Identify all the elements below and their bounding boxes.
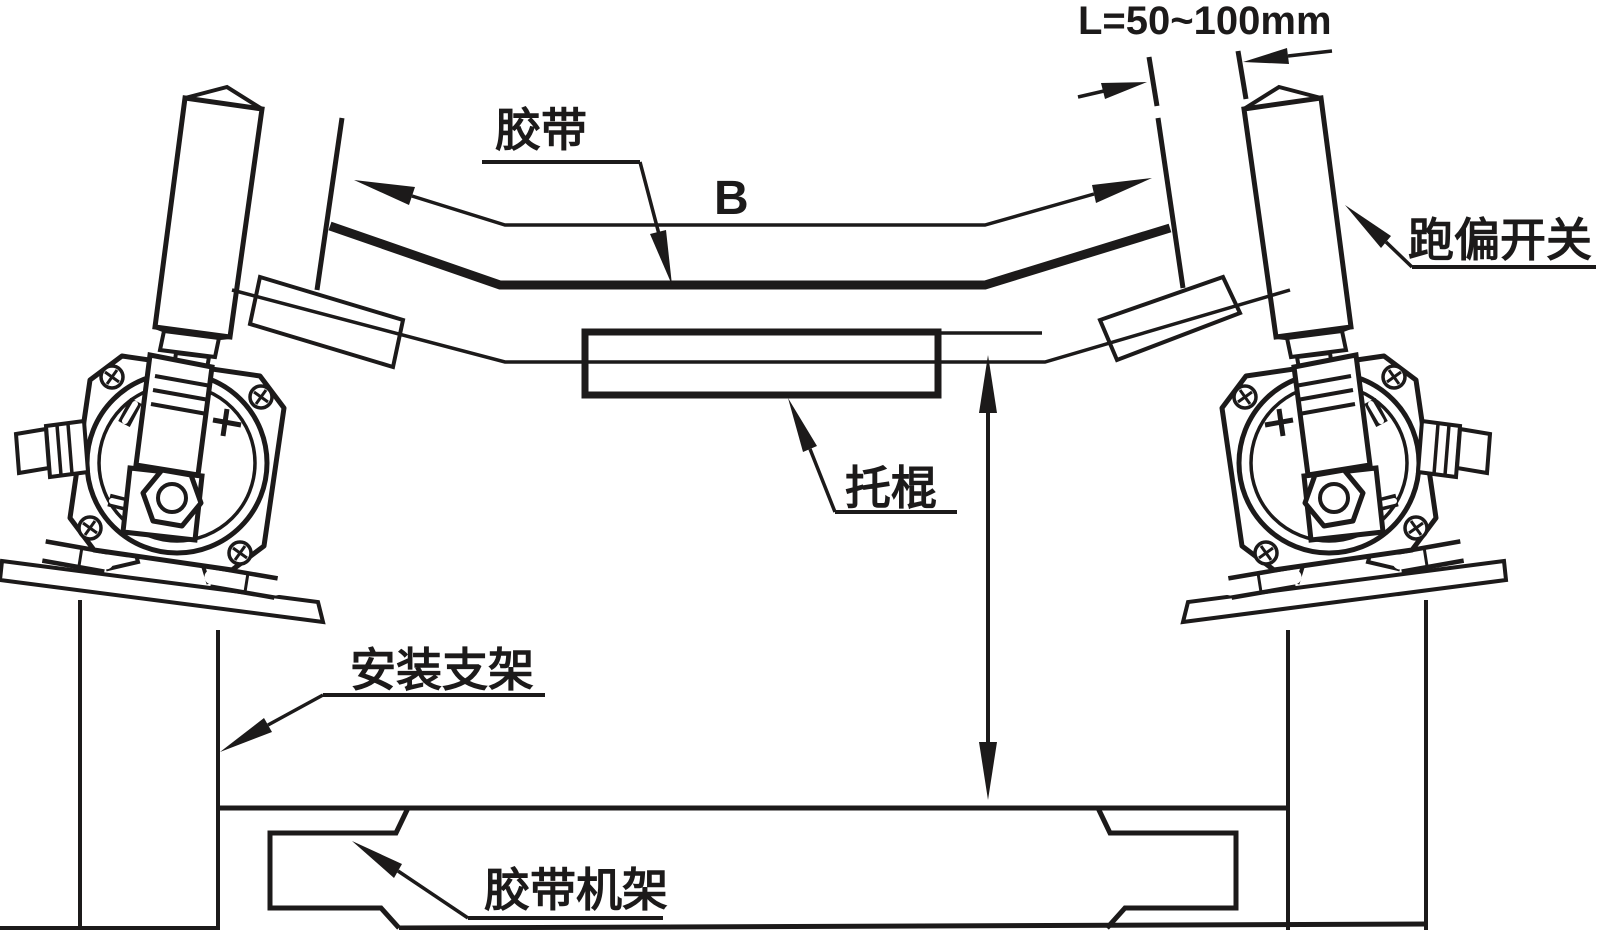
callout-belt: 胶带 [482, 104, 672, 285]
b-dimension: B [354, 172, 1152, 227]
switch-roller [152, 84, 265, 389]
label-conveyor-frame: 胶带机架 [484, 864, 668, 916]
idler-frame-line [231, 288, 1291, 364]
l-tick-right [1235, 50, 1249, 100]
belt-edge-left [314, 117, 345, 291]
flange-screws [77, 364, 274, 566]
callout-deviation-switch: 跑偏开关 [1345, 205, 1596, 269]
belt-line [328, 221, 1172, 290]
callout-conveyor-frame: 胶带机架 [352, 841, 668, 920]
bracket-feet [36, 530, 284, 600]
carrier-roller [581, 328, 1042, 399]
label-mounting-bracket: 安装支架 [350, 644, 534, 696]
callout-mounting-bracket: 安装支架 [220, 644, 545, 752]
conveyor-frame [0, 805, 1429, 930]
l-arrow-right [1243, 48, 1289, 64]
height-dimension-arrow [979, 355, 997, 800]
switch-lever [133, 352, 215, 478]
b-arrow-left [354, 180, 415, 205]
carrier-roller-leader-arrow [788, 398, 817, 452]
l-dimension-label: L=50~100mm [1078, 0, 1332, 43]
lever-rungs [150, 374, 212, 416]
cable-gland [13, 418, 91, 480]
l-tick-left [1146, 56, 1160, 107]
label-deviation-switch: 跑偏开关 [1408, 214, 1592, 266]
belt-edge-right [1155, 117, 1186, 289]
roller-collar [157, 328, 222, 360]
mounting-bracket-leader-arrow [220, 718, 272, 752]
conveyor-frame-leader-arrow [352, 841, 402, 878]
b-dimension-label: B [714, 172, 749, 225]
l-arrow-left [1101, 82, 1147, 99]
side-idler-right [1097, 274, 1243, 363]
callout-carrier-roller: 托棍 [788, 398, 957, 514]
left-switch-assembly [0, 84, 326, 930]
l-dimension: L=50~100mm [1077, 0, 1333, 107]
face-t-mark [212, 408, 242, 437]
label-carrier-roller: 托棍 [845, 462, 937, 514]
support-post [78, 600, 220, 930]
side-idler-left [247, 274, 406, 370]
label-belt: 胶带 [495, 104, 587, 156]
belt-leader-arrow [650, 230, 672, 285]
b-arrow-right [1092, 178, 1152, 203]
deviation-switch-leader-arrow [1345, 205, 1391, 248]
